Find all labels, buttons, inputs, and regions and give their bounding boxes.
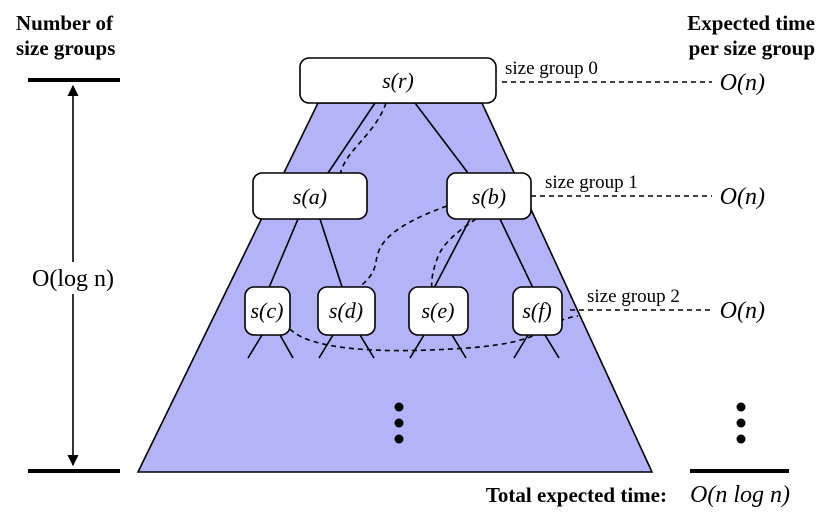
edge-d-child1 — [318, 334, 334, 359]
time-ellipsis — [736, 402, 746, 444]
total-label: Total expected time: — [486, 483, 667, 507]
right-header-line1: Expected time — [687, 11, 815, 35]
tree-edges — [247, 102, 560, 359]
left-header-line1: Number of — [16, 11, 114, 35]
height-label: O(log n) — [32, 266, 114, 292]
boundary-group0-1 — [339, 102, 387, 176]
size-group-2-time: O(n) — [720, 298, 765, 324]
edge-b-e — [432, 218, 471, 291]
node-d-label: s(d) — [329, 298, 363, 323]
node-c: s(c) — [244, 286, 291, 336]
size-group-2-label: size group 2 — [587, 286, 680, 307]
size-group-1-time: O(n) — [720, 184, 765, 210]
edge-c-child2 — [279, 334, 294, 359]
edge-r-b — [414, 102, 469, 174]
node-r: s(r) — [299, 57, 497, 104]
edge-f-child2 — [544, 334, 560, 359]
edge-a-c — [267, 218, 299, 291]
node-e-label: s(e) — [422, 298, 455, 323]
node-d: s(d) — [317, 286, 376, 336]
edge-b-f — [499, 218, 535, 291]
node-a-label: s(a) — [293, 184, 327, 209]
node-b-label: s(b) — [472, 184, 506, 209]
node-c-label: s(c) — [251, 298, 284, 323]
edge-d-child2 — [359, 334, 375, 359]
left-header-line2: size groups — [16, 36, 115, 60]
edge-e-child2 — [451, 334, 467, 359]
size-group-1-label: size group 1 — [545, 172, 638, 193]
edge-f-child1 — [513, 334, 529, 359]
tree-ellipsis — [394, 402, 404, 444]
node-a: s(a) — [252, 172, 368, 220]
size-group-0-label: size group 0 — [505, 58, 598, 79]
edge-a-d — [319, 218, 344, 291]
node-e: s(e) — [408, 286, 469, 336]
node-r-label: s(r) — [382, 68, 414, 93]
boundary-a-b — [342, 205, 448, 301]
recursion-tree-region — [136, 102, 654, 473]
total-time: O(n log n) — [690, 482, 790, 508]
edge-r-a — [327, 102, 376, 174]
edge-c-child1 — [247, 334, 263, 359]
node-f-label: s(f) — [522, 298, 551, 323]
height-label-bg — [30, 262, 120, 294]
edge-e-child1 — [409, 334, 425, 359]
size-group-0-time: O(n) — [720, 70, 765, 96]
node-f: s(f) — [512, 286, 563, 336]
right-header-line2: per size group — [689, 36, 815, 60]
node-b: s(b) — [446, 172, 532, 220]
